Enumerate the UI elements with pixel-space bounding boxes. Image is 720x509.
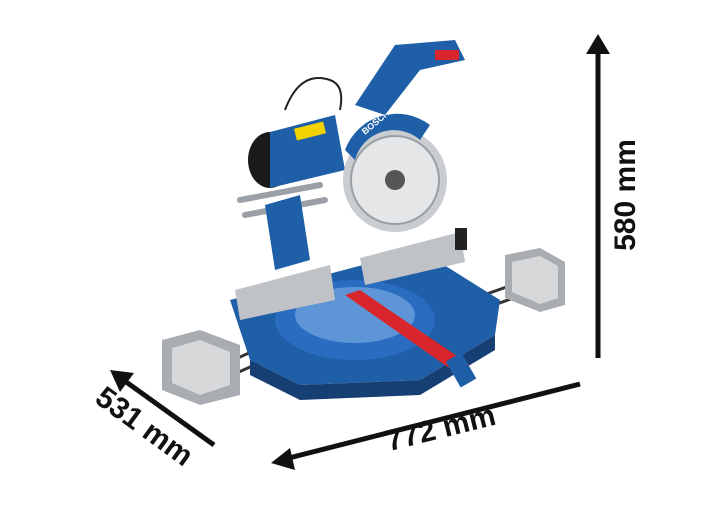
right-extension-support	[505, 248, 565, 312]
height-arrow	[586, 34, 610, 358]
fence	[235, 228, 467, 320]
miter-handle	[445, 352, 477, 388]
blade-assembly: BOSCH	[343, 108, 447, 232]
left-extension-support	[162, 330, 240, 405]
height-label: 580 mm	[608, 139, 642, 251]
width-arrow	[271, 381, 581, 470]
power-cord	[284, 77, 343, 111]
saw-handle	[355, 40, 465, 115]
saw-column	[265, 195, 310, 270]
miter-arm	[345, 290, 470, 372]
depth-arrow	[110, 370, 216, 448]
motor	[248, 115, 345, 188]
